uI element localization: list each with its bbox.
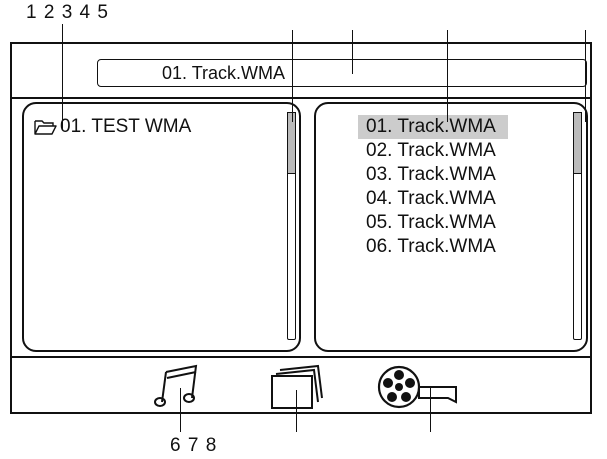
- now-playing-title: 01. Track.WMA: [162, 63, 286, 83]
- callout-numbers-top: 1 2 3 4 5: [26, 2, 109, 23]
- callout-leader-7: [296, 390, 297, 432]
- callout-leader-6: [180, 388, 181, 432]
- file-item[interactable]: 03. Track.WMA: [366, 164, 496, 185]
- file-item[interactable]: 06. Track.WMA: [366, 236, 496, 257]
- callout-leader-5: [585, 30, 586, 122]
- folder-scrollbar[interactable]: [286, 111, 296, 340]
- media-browser-screen: 01. Track.WMA 01. TEST WMA 01. Track.WMA…: [10, 42, 592, 414]
- photo-icon[interactable]: [270, 364, 326, 412]
- file-item[interactable]: 05. Track.WMA: [366, 212, 496, 233]
- folder-item[interactable]: 01. TEST WMA: [34, 116, 191, 138]
- file-item[interactable]: 02. Track.WMA: [366, 140, 496, 161]
- music-icon[interactable]: [152, 364, 204, 410]
- callout-leader-1: [62, 24, 63, 130]
- movie-icon[interactable]: [376, 362, 460, 414]
- file-panel: 01. Track.WMA 02. Track.WMA 03. Track.WM…: [314, 102, 588, 352]
- callout-leader-8: [430, 388, 431, 432]
- folder-panel: 01. TEST WMA: [22, 102, 301, 352]
- callout-leader-2: [292, 30, 293, 122]
- file-item[interactable]: 01. Track.WMA: [358, 115, 508, 139]
- folder-item-label: 01. TEST WMA: [60, 116, 192, 137]
- now-playing-bar: 01. Track.WMA: [97, 59, 587, 87]
- footer-divider: [12, 356, 590, 358]
- file-scrollbar-thumb[interactable]: [572, 111, 582, 174]
- file-list: 01. Track.WMA 02. Track.WMA 03. Track.WM…: [358, 115, 508, 259]
- file-item[interactable]: 04. Track.WMA: [366, 188, 496, 209]
- callout-leader-3: [352, 30, 353, 74]
- folder-icon: [34, 120, 57, 135]
- callout-numbers-bottom: 6 7 8: [170, 435, 218, 456]
- file-scrollbar[interactable]: [572, 111, 582, 340]
- header-divider: [12, 97, 590, 99]
- callout-leader-4: [447, 30, 448, 122]
- folder-scrollbar-thumb[interactable]: [286, 111, 296, 174]
